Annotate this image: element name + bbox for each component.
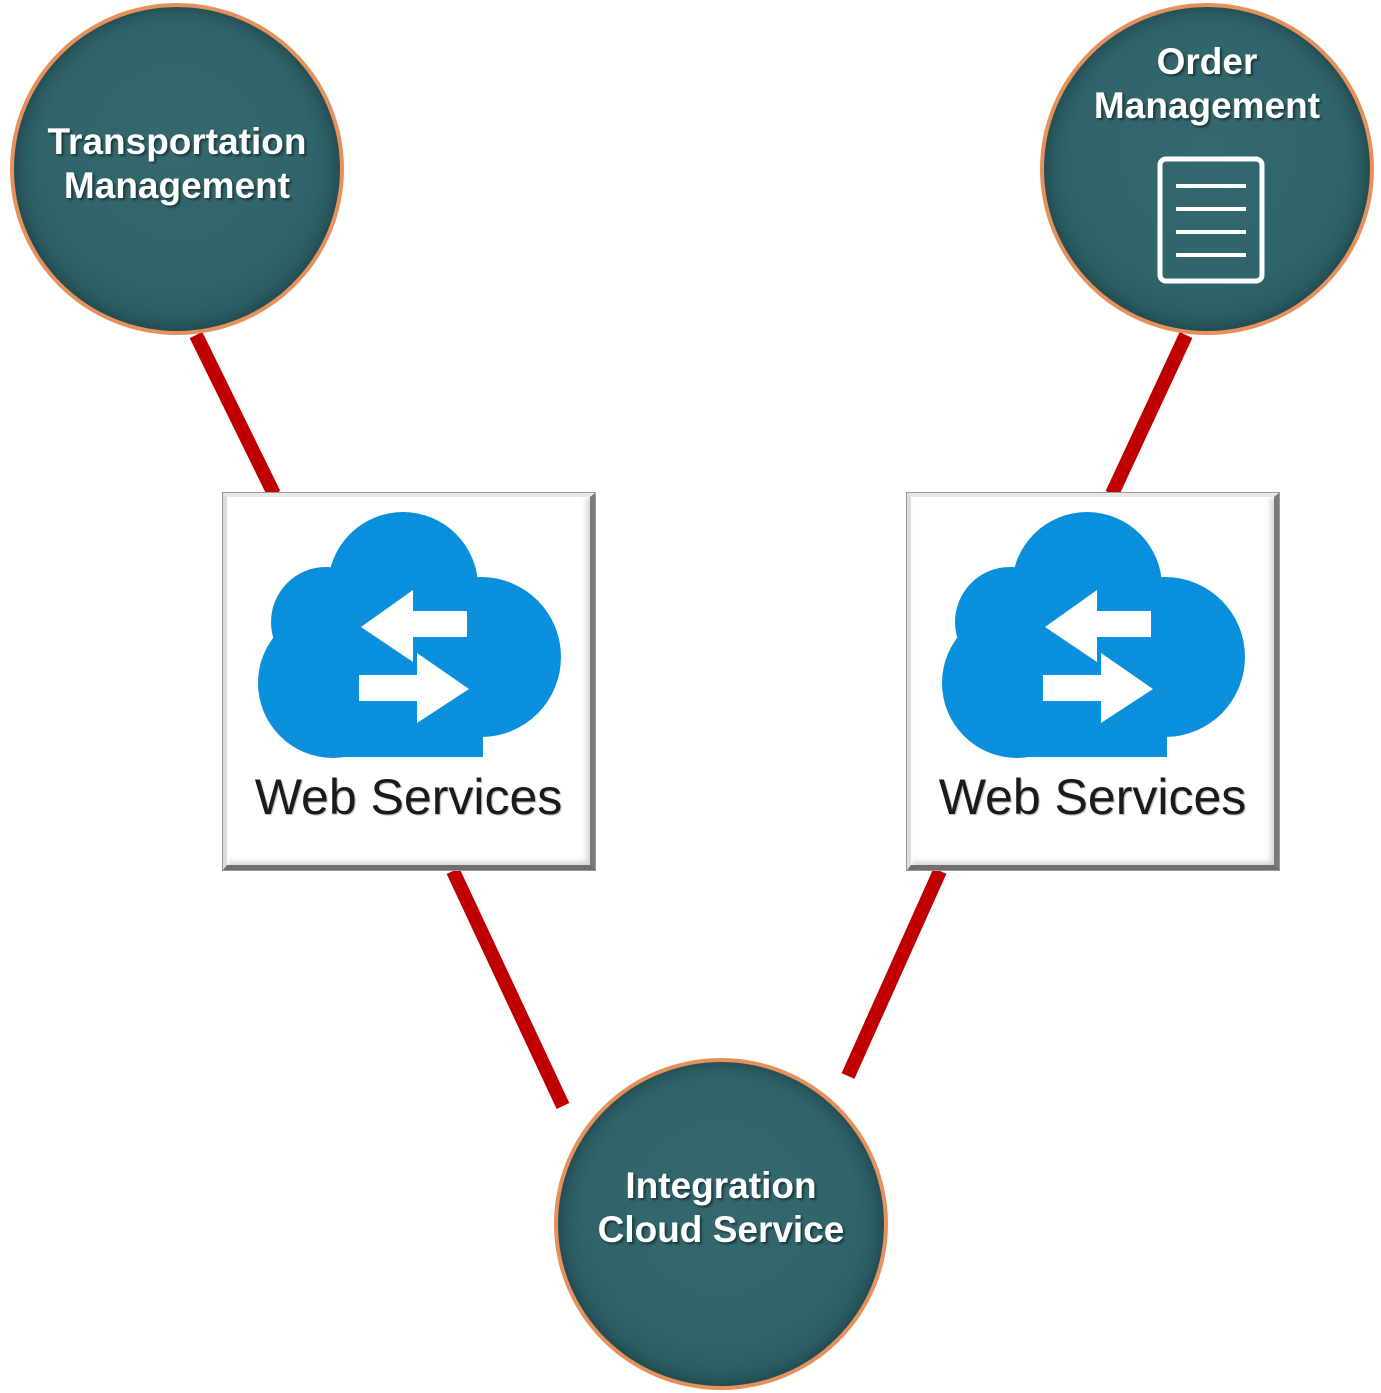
transportation-management-node[interactable]: Transportation Management (10, 3, 344, 335)
transportation-management-label: Transportation Management (14, 120, 340, 208)
integration-cloud-service-label: Integration Cloud Service (558, 1164, 884, 1252)
connector-web-services-right-to-integration (841, 868, 947, 1079)
integration-cloud-service-label-line2: Cloud Service (597, 1209, 845, 1250)
transportation-management-label-line1: Transportation (47, 121, 307, 162)
connector-transportation-to-web-services-left (189, 331, 281, 498)
order-management-node[interactable]: Order Management (1040, 3, 1374, 335)
web-services-right-label: Web Services (938, 769, 1247, 825)
integration-cloud-service-node[interactable]: Integration Cloud Service (554, 1058, 888, 1390)
cloud-exchange-icon (258, 512, 561, 758)
order-management-label: Order Management (1044, 40, 1370, 128)
connector-web-services-left-to-integration (446, 868, 570, 1109)
transportation-management-label-line2: Management (63, 165, 291, 206)
document-icon (1157, 156, 1265, 284)
order-management-label-line1: Order (1156, 41, 1258, 82)
connector-order-to-web-services-right (1105, 332, 1193, 497)
order-management-label-line2: Management (1093, 85, 1321, 126)
web-services-left-label: Web Services (254, 769, 563, 825)
integration-cloud-service-label-line1: Integration (625, 1165, 817, 1206)
web-services-left-box[interactable]: Web Services (223, 493, 595, 870)
web-services-right-box[interactable]: Web Services (907, 493, 1279, 870)
cloud-exchange-icon (942, 512, 1245, 758)
